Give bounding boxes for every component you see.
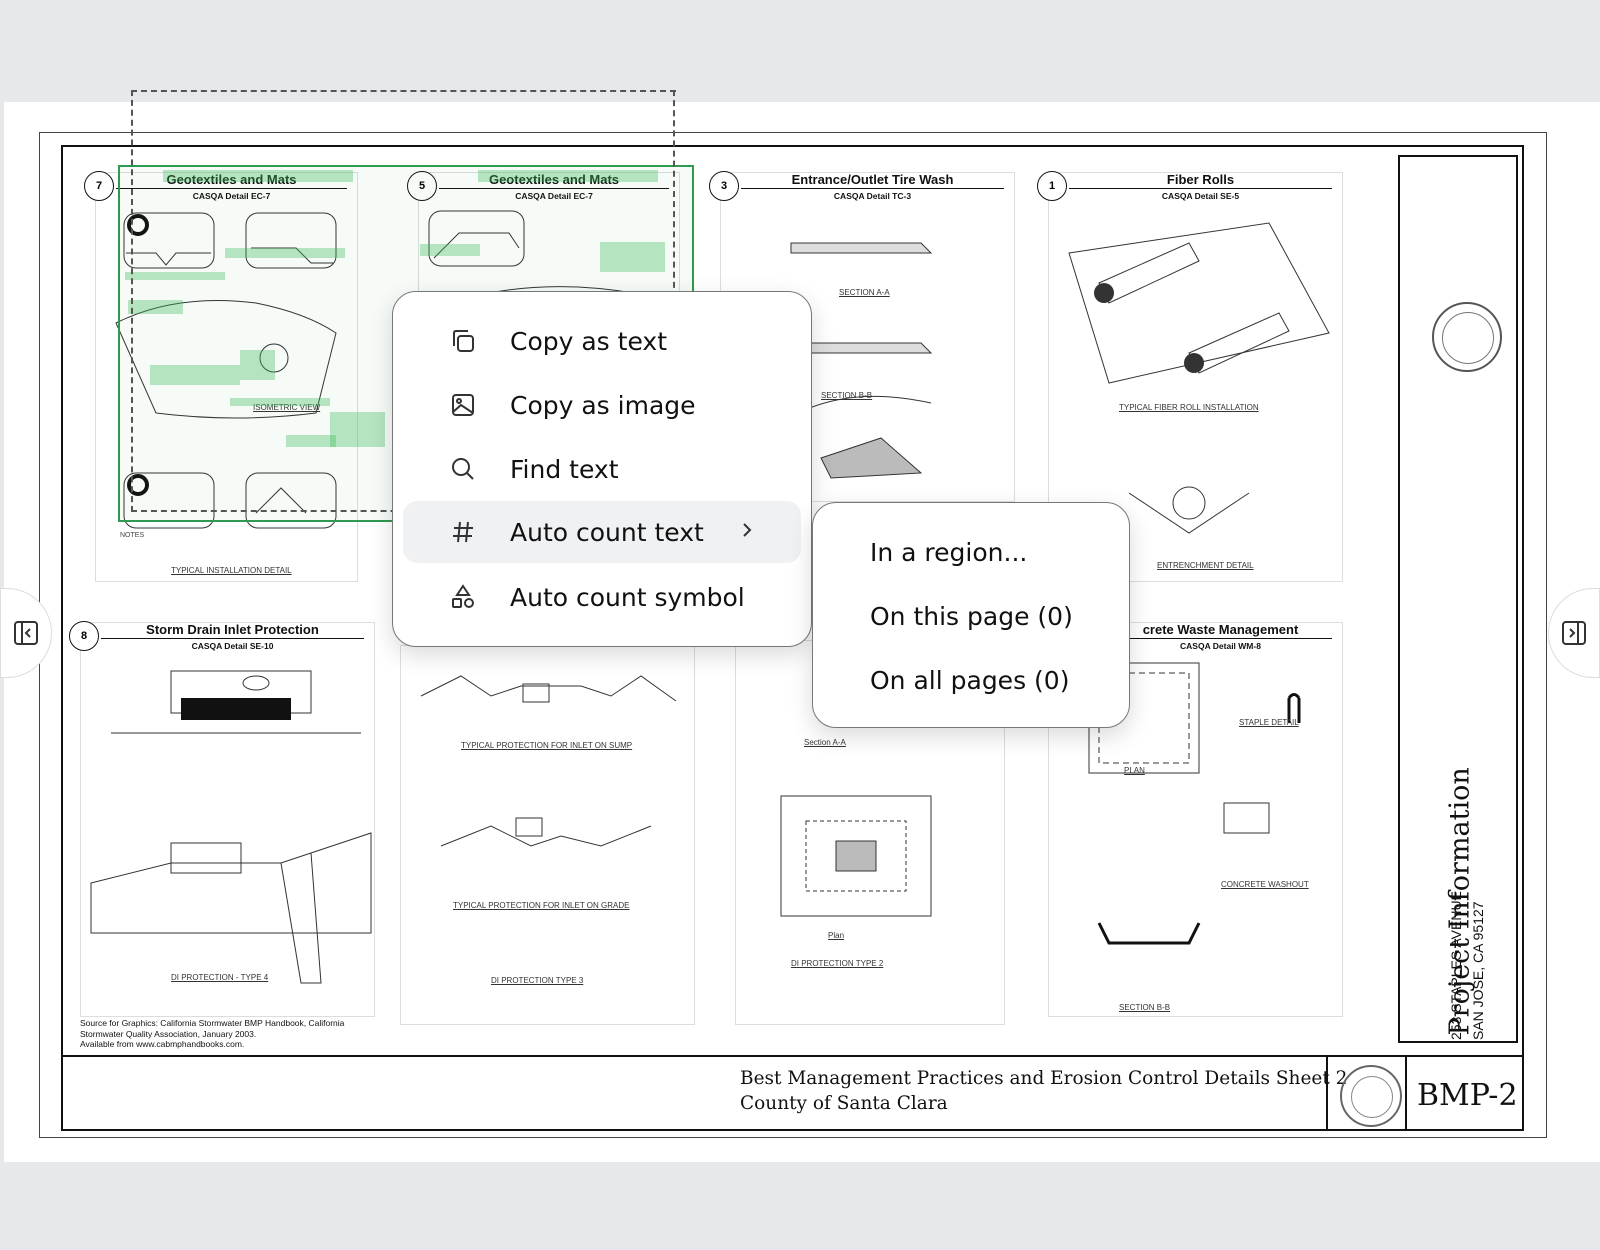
menu-item-label: Find text xyxy=(510,454,619,484)
drawing-caption: Plan xyxy=(828,931,845,940)
title-block-divider xyxy=(1326,1055,1328,1131)
drawing-caption: TYPICAL INSTALLATION DETAIL xyxy=(171,566,292,575)
drawing-caption: TYPICAL FIBER ROLL INSTALLATION xyxy=(1119,403,1259,412)
project-info-box xyxy=(1398,155,1518,1043)
submenu-item-this-page[interactable]: On this page (0) xyxy=(870,601,1073,631)
drawing-caption: DI PROTECTION TYPE 2 xyxy=(791,959,884,968)
detail-panel: 7 Geotextiles and Mats CASQA Detail EC-7… xyxy=(84,171,358,582)
detail-subtitle: CASQA Detail TC-3 xyxy=(833,191,912,201)
detail-panel: TYPICAL PROTECTION FOR INLET ON SUMP TYP… xyxy=(400,645,695,1025)
text-highlight xyxy=(478,170,658,182)
detail-number: 3 xyxy=(709,171,739,201)
menu-item-find-text[interactable]: Find text xyxy=(403,438,801,500)
drawing-caption: DI PROTECTION - TYPE 4 xyxy=(171,973,269,982)
source-line: Available from www.cabmphandbooks.com. xyxy=(80,1039,245,1049)
search-icon xyxy=(443,455,483,483)
menu-item-label: Auto count symbol xyxy=(510,582,745,612)
detail-title: Geotextiles and Mats xyxy=(439,172,669,189)
text-highlight xyxy=(125,272,225,280)
drawing-caption: TYPICAL PROTECTION FOR INLET ON GRADE xyxy=(453,901,630,910)
drawing-caption: SECTION B-B xyxy=(821,391,873,400)
text-highlight xyxy=(600,242,665,272)
detail-drawing xyxy=(420,675,677,847)
detail-subtitle: CASQA Detail SE-10 xyxy=(191,641,274,651)
title-block-divider xyxy=(1405,1055,1407,1131)
source-line: Source for Graphics: California Stormwat… xyxy=(80,1018,345,1028)
detail-number: 5 xyxy=(407,171,437,201)
detail-subtitle: CASQA Detail EC-7 xyxy=(192,191,271,201)
auto-count-submenu: In a region... On this page (0) On all p… xyxy=(812,502,1130,728)
sheet-inner-border xyxy=(61,145,1524,1131)
detail-subtitle: CASQA Detail SE-5 xyxy=(1161,191,1240,201)
hash-icon xyxy=(443,518,483,546)
text-highlight xyxy=(230,398,330,406)
drawing-caption: ENTRENCHMENT DETAIL xyxy=(1157,561,1254,570)
county-seal xyxy=(1340,1065,1402,1127)
drawing-caption: TYPICAL PROTECTION FOR INLET ON SUMP xyxy=(461,741,633,750)
detail-number: 8 xyxy=(69,621,99,651)
detail-drawing xyxy=(780,795,932,917)
menu-item-copy-as-image[interactable]: Copy as image xyxy=(403,374,801,436)
menu-item-auto-count-text[interactable]: Auto count text xyxy=(403,501,801,563)
detail-subtitle: CASQA Detail EC-7 xyxy=(515,191,593,201)
drawing-caption: STAPLE DETAIL xyxy=(1239,718,1299,727)
detail-drawing xyxy=(90,670,372,984)
text-highlight xyxy=(225,248,345,258)
drawing-note: NOTES xyxy=(120,532,145,539)
menu-item-label: Auto count text xyxy=(510,517,704,547)
submenu-item-in-region[interactable]: In a region... xyxy=(870,537,1028,567)
title-block-divider xyxy=(61,1055,1524,1057)
menu-item-auto-count-symbol[interactable]: Auto count symbol xyxy=(403,566,801,628)
address-line: SAN JOSE, CA 95127 xyxy=(1470,901,1486,1040)
drawing-caption: PLAN xyxy=(1124,766,1145,775)
menu-item-label: Copy as text xyxy=(510,326,667,356)
panel-right-icon xyxy=(1562,621,1586,645)
detail-drawing xyxy=(1068,222,1330,534)
detail-title: Fiber Rolls xyxy=(1069,172,1332,189)
detail-drawing xyxy=(115,212,337,529)
sheet-title-line: County of Santa Clara xyxy=(740,1093,948,1114)
text-highlight xyxy=(163,170,353,182)
text-highlight xyxy=(420,244,480,256)
context-menu: Copy as text Copy as image Find text Aut… xyxy=(392,291,812,647)
engineer-seal xyxy=(1432,302,1502,372)
source-note: Source for Graphics: California Stormwat… xyxy=(80,1018,344,1050)
drawing-caption: SECTION A-A xyxy=(839,288,890,297)
detail-title: Storm Drain Inlet Protection xyxy=(101,622,364,639)
detail-title: Geotextiles and Mats xyxy=(116,172,347,189)
detail-drawing xyxy=(780,242,933,479)
detail-subtitle: CASQA Detail WM-8 xyxy=(1180,641,1261,651)
drawing-caption: ISOMETRIC VIEW xyxy=(253,403,321,412)
menu-item-copy-as-text[interactable]: Copy as text xyxy=(403,310,801,372)
drawing-caption: SECTION B-B xyxy=(1119,1003,1171,1012)
text-highlight xyxy=(286,435,336,447)
drawing-caption: Section A-A xyxy=(804,738,846,747)
detail-title: Entrance/Outlet Tire Wash xyxy=(741,172,1004,189)
detail-title: crete Waste Management xyxy=(1109,622,1332,639)
drawing-caption: DI PROTECTION TYPE 3 xyxy=(491,976,584,985)
text-highlight xyxy=(128,300,183,314)
submenu-item-all-pages[interactable]: On all pages (0) xyxy=(870,665,1070,695)
menu-item-label: Copy as image xyxy=(510,390,696,420)
text-highlight xyxy=(150,365,240,385)
text-highlight xyxy=(240,350,275,380)
detail-number: 7 xyxy=(84,171,114,201)
source-line: Stormwater Quality Association, January … xyxy=(80,1028,257,1039)
chevron-right-icon xyxy=(739,518,755,546)
sheet-title-line: Best Management Practices and Erosion Co… xyxy=(740,1068,1348,1089)
sheet-number: BMP-2 xyxy=(1417,1078,1518,1113)
panel-left-icon xyxy=(14,621,38,645)
detail-number: 1 xyxy=(1037,171,1067,201)
image-icon xyxy=(443,391,483,419)
copy-icon xyxy=(443,327,483,355)
shapes-icon xyxy=(443,583,483,611)
sheet-title: Best Management Practices and Erosion Co… xyxy=(740,1066,1347,1116)
drawing-caption: CONCRETE WASHOUT xyxy=(1221,880,1309,889)
detail-panel: 8 Storm Drain Inlet Protection CASQA Det… xyxy=(69,621,375,1017)
address-line: 253 STAPLES AVENUE xyxy=(1448,891,1464,1040)
text-highlight xyxy=(330,412,385,447)
